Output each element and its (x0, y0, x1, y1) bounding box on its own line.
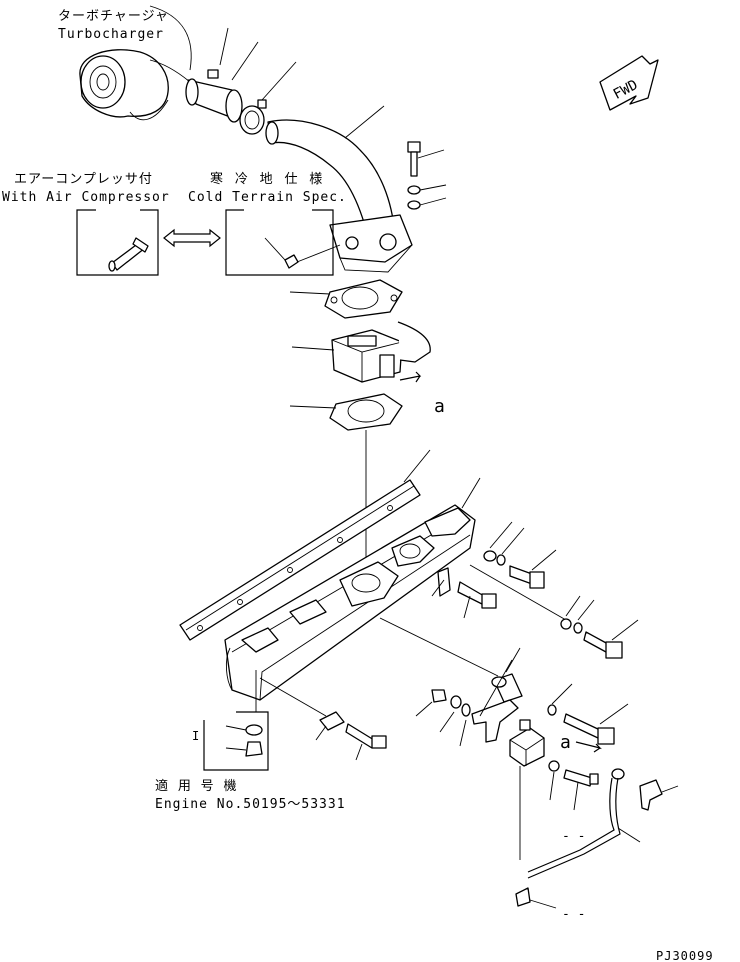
brake-pipe (527, 768, 625, 879)
cold-terrain-option-box (225, 209, 341, 276)
air-compressor-option-box (76, 209, 159, 276)
turbocharger-label-en: Turbocharger (58, 27, 164, 42)
hose-clamp (239, 99, 267, 135)
air-compressor-label-jp: エアーコンプレッサ付 (14, 172, 153, 187)
spring-washer (407, 185, 421, 195)
engine-number-label-jp: 適 用 号 機 (155, 778, 237, 794)
flange-bolt (407, 141, 421, 177)
drawing-code: PJ30099 (656, 949, 714, 962)
washer-set-right (547, 704, 615, 745)
banjo-bolt (548, 760, 599, 787)
forward-direction-arrow: FWD (599, 55, 659, 111)
drain-plug-inset (203, 711, 269, 771)
long-bolt-set-right (560, 618, 623, 659)
cold-terrain-label-jp: 寒 冷 地 仕 様 (210, 171, 324, 187)
exhaust-brake-valve (331, 321, 431, 383)
manifold-gasket (179, 479, 421, 641)
upper-gasket (324, 279, 403, 319)
view-a-marker-lower: a (560, 732, 571, 753)
exhaust-elbow-pipe (265, 119, 413, 273)
exhaust-manifold (224, 504, 476, 701)
cold-terrain-label-en: Cold Terrain Spec. (188, 190, 347, 205)
connecting-hose (185, 69, 243, 123)
interchangeable-arrow (163, 228, 221, 248)
spacer-sleeve (491, 673, 523, 703)
pipe-connector (515, 887, 531, 907)
support-bracket (471, 699, 519, 743)
turbocharger (79, 49, 191, 121)
air-compressor-label-en: With Air Compressor (2, 190, 170, 205)
bracket-plate (437, 567, 451, 597)
inset-reference-mark: I (192, 729, 199, 743)
manifold-stud-nut-set-upper (483, 550, 545, 589)
view-a-marker-upper: a (434, 396, 445, 417)
manifold-bolt-lower (345, 723, 387, 749)
turbocharger-label-jp: ターボチャージャ (58, 9, 169, 24)
mounting-bolt-middle (457, 581, 497, 609)
plain-washer (407, 200, 421, 210)
pipe-elbow (639, 779, 663, 811)
engine-number-label-en: Engine No.50195〜53331 (155, 797, 346, 812)
lower-gasket (329, 393, 403, 431)
nut-set-left (431, 689, 471, 717)
dash-mark-2: - - (562, 907, 585, 922)
dash-mark-1: - - (562, 829, 585, 844)
actuator-valve (509, 719, 545, 767)
